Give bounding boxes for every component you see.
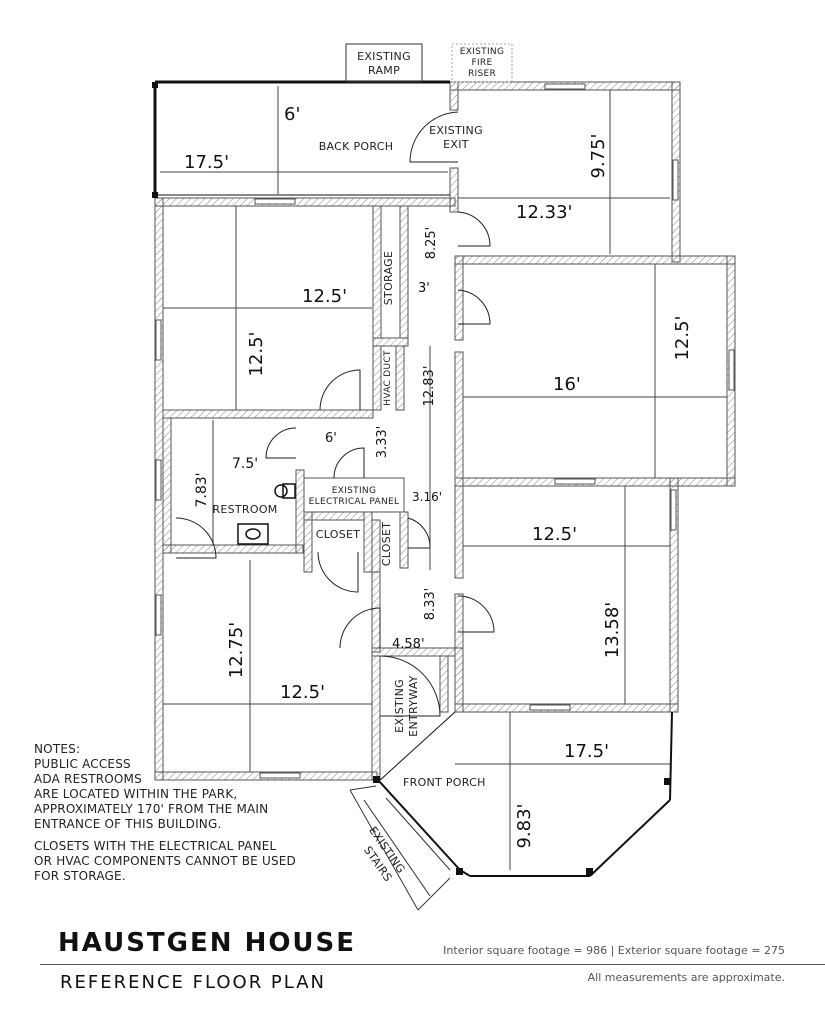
existing-exit-label-2: EXIT (443, 138, 469, 151)
dim-restroom-width: 7.5' (232, 456, 258, 472)
dim-back-porch-depth: 6' (284, 104, 300, 125)
notes-line: CLOSETS WITH THE ELECTRICAL PANEL (34, 839, 277, 853)
back-porch-label: BACK PORCH (319, 140, 394, 153)
notes-line: OR HVAC COMPONENTS CANNOT BE USED (34, 854, 296, 868)
dim-back-porch-width: 17.5' (184, 152, 229, 173)
closet-label-2: CLOSET (380, 522, 393, 567)
plan-title: HAUSTGEN HOUSE (58, 928, 357, 958)
dim-nw-room-height: 12.5' (246, 331, 267, 376)
windows (155, 83, 735, 779)
front-porch-label: FRONT PORCH (403, 776, 486, 789)
dim-entry-458: 4.58' (392, 637, 425, 652)
dimension-labels: 6' 17.5' 9.75' 12.33' 8.25' 3' 12.5' 12.… (184, 104, 693, 849)
fire-riser-box (451, 43, 513, 83)
dim-nw-room-width: 12.5' (302, 286, 347, 307)
ramp-label-1: EXISTING (357, 50, 411, 63)
dim-sw-room-height: 12.75' (226, 622, 247, 678)
electrical-panel-label-2: ELECTRICAL PANEL (309, 497, 400, 507)
dim-entry-833: 8.33' (423, 588, 438, 621)
dim-hall-width: 3' (418, 281, 430, 296)
electrical-panel-label-1: EXISTING (332, 486, 376, 496)
dim-hall-6: 6' (325, 431, 337, 446)
dim-east-room-width: 16' (553, 374, 581, 395)
closet-label: CLOSET (316, 528, 361, 541)
restroom-label: RESTROOM (212, 503, 277, 516)
dim-hall-top: 8.25' (424, 227, 439, 260)
square-footage: Interior square footage = 986 | Exterior… (443, 944, 785, 957)
notes-line: FOR STORAGE. (34, 869, 126, 883)
notes-line: APPROXIMATELY 170' FROM THE MAIN (34, 802, 269, 816)
dimension-lines (160, 86, 727, 870)
fire-riser-label-2: FIRE (472, 58, 493, 68)
hvac-duct-label: HVAC DUCT (383, 350, 393, 406)
notes-line: PUBLIC ACCESS (34, 757, 131, 771)
storage-label: STORAGE (382, 251, 395, 305)
ramp-box (345, 43, 423, 83)
notes-heading: NOTES: (34, 742, 81, 756)
porch-posts (152, 82, 671, 875)
door-swings (175, 111, 495, 717)
dim-se-room-width: 12.5' (532, 524, 577, 545)
dim-front-porch-depth: 9.83' (514, 803, 535, 848)
dim-ne-room-height: 9.75' (588, 133, 609, 178)
fire-riser-label-3: RISER (468, 69, 496, 79)
entryway-label-1: EXISTING (393, 679, 406, 733)
notes-block: NOTES: PUBLIC ACCESS ADA RESTROOMS ARE L… (34, 742, 334, 891)
restroom-fixtures (237, 483, 296, 545)
dim-hall-316: 3.16' (412, 490, 442, 504)
existing-stairs (349, 785, 451, 911)
notes-line: ARE LOCATED WITHIN THE PARK, (34, 787, 238, 801)
ramp-label-2: RAMP (368, 64, 400, 77)
existing-exit-label-1: EXISTING (429, 124, 483, 137)
approximate-note: All measurements are approximate. (587, 971, 785, 984)
divider (40, 964, 825, 965)
fire-riser-label-1: EXISTING (460, 47, 504, 57)
dim-restroom-height: 7.83' (194, 472, 210, 507)
back-porch-outline (153, 80, 450, 198)
room-labels: EXISTING RAMP EXISTING FIRE RISER BACK P… (212, 47, 504, 884)
dim-east-room-height: 12.5' (672, 315, 693, 360)
notes-line: ADA RESTROOMS (34, 772, 142, 786)
front-porch-outline (377, 711, 673, 877)
plan-subtitle: REFERENCE FLOOR PLAN (60, 972, 326, 993)
entryway-label-2: ENTRYWAY (407, 675, 420, 737)
dim-sw-room-width: 12.5' (280, 682, 325, 703)
dim-hall-length: 12.83' (422, 366, 437, 407)
dim-se-room-height: 13.58' (602, 602, 623, 658)
notes-line: ENTRANCE OF THIS BUILDING. (34, 817, 222, 831)
dim-hall-333: 3.33' (375, 426, 390, 459)
dim-ne-room-width: 12.33' (516, 202, 572, 223)
dim-front-porch-width: 17.5' (564, 741, 609, 762)
